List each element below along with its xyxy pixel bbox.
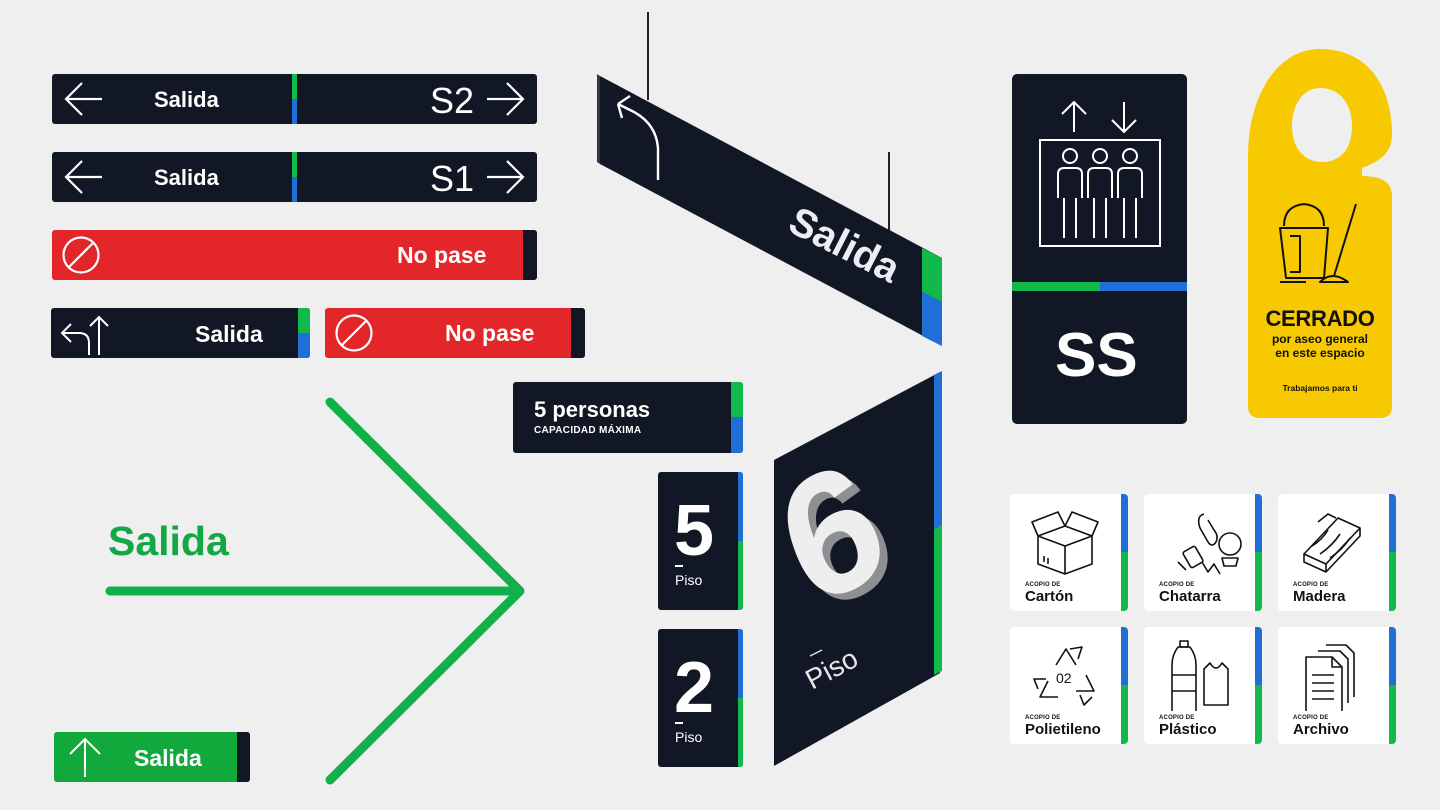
recycling-tile-plastico: ACOPIO DE Plástico xyxy=(1144,627,1262,744)
tile-name: Chatarra xyxy=(1159,588,1221,605)
no-pass-sign-wide: No pase xyxy=(52,230,537,280)
hanging-wire-right xyxy=(888,152,890,240)
tile-prefix: ACOPIO DE xyxy=(1159,582,1195,588)
hanger-title: CERRADO xyxy=(1265,306,1375,331)
no-pass-sign-small: No pase xyxy=(325,308,585,358)
mop-bucket-icon xyxy=(1279,203,1357,283)
capacity-caption: CAPACIDAD MÁXIMA xyxy=(534,425,642,436)
recycling-tile-carton: ACOPIO DE Cartón xyxy=(1010,494,1128,611)
floor-label: Piso xyxy=(675,729,703,745)
tile-prefix: ACOPIO DE xyxy=(1293,715,1329,721)
exit-sign-green: Salida xyxy=(54,732,250,782)
hanging-exit-sign: Salida xyxy=(597,74,942,346)
floor-arrow-icon xyxy=(105,397,525,785)
exit-sign-s1: Salida S1 xyxy=(52,152,537,202)
arrow-split-icon xyxy=(60,315,109,355)
wood-icon xyxy=(1303,513,1361,573)
prohibited-icon xyxy=(62,236,100,274)
arrow-right-icon xyxy=(487,82,525,116)
capacity-count: 5 personas xyxy=(534,397,651,422)
arrow-left-icon xyxy=(64,82,102,116)
floor-number: 2 xyxy=(674,648,715,728)
hanger-footer: Trabajamos para ti xyxy=(1282,383,1358,393)
recycle-icon: 02 xyxy=(1033,646,1095,706)
tile-prefix: ACOPIO DE xyxy=(1159,715,1195,721)
level-label: S1 xyxy=(429,158,475,199)
elevator-sign: SS xyxy=(1012,74,1187,424)
floor-sign-6: 6 6 Piso xyxy=(770,371,942,766)
exit-sign-small: Salida xyxy=(51,308,310,358)
tile-prefix: ACOPIO DE xyxy=(1025,582,1061,588)
elevator-level: SS xyxy=(1055,321,1138,390)
arrow-right-icon xyxy=(487,160,525,194)
floor-label: Piso xyxy=(675,572,703,588)
floor-sign-2: 2 Piso xyxy=(658,629,743,767)
recycling-tile-polietileno: 02 ACOPIO DE Polietileno xyxy=(1010,627,1128,744)
recycling-tile-archivo: ACOPIO DE Archivo xyxy=(1278,627,1396,744)
hanger-line-1: por aseo general xyxy=(1271,332,1369,346)
recycling-tile-chatarra: ACOPIO DE Chatarra xyxy=(1144,494,1262,611)
elevator-icon xyxy=(1039,100,1161,247)
hanging-wire-left xyxy=(647,12,649,100)
tile-name: Archivo xyxy=(1293,721,1349,738)
prohibited-icon xyxy=(335,314,373,352)
exit-sign-s2: Salida S2 xyxy=(52,74,537,124)
arrow-left-icon xyxy=(64,160,102,194)
level-label: S2 xyxy=(429,80,475,121)
scrap-icon xyxy=(1177,513,1242,575)
exit-label: Salida xyxy=(134,745,202,771)
plastic-code: 02 xyxy=(1056,670,1072,686)
no-pass-label: No pase xyxy=(397,242,487,268)
box-icon xyxy=(1031,511,1099,575)
tile-name: Cartón xyxy=(1025,588,1074,605)
hanger-line-2: en este espacio xyxy=(1275,346,1365,360)
exit-label: Salida xyxy=(154,165,219,190)
tile-name: Plástico xyxy=(1159,721,1217,738)
bottle-icon xyxy=(1171,640,1229,711)
arrow-turn-left-icon xyxy=(616,95,660,180)
no-pass-label: No pase xyxy=(445,320,535,346)
floor-arrow-label: Salida xyxy=(108,518,229,564)
door-hanger xyxy=(1248,49,1392,418)
exit-label: Salida xyxy=(195,321,263,347)
documents-icon xyxy=(1305,644,1355,711)
floor-number: 5 xyxy=(674,491,715,571)
capacity-sign: 5 personas CAPACIDAD MÁXIMA xyxy=(513,382,743,453)
floor-sign-5: 5 Piso xyxy=(658,472,743,610)
recycling-tile-madera: ACOPIO DE Madera xyxy=(1278,494,1396,611)
tile-prefix: ACOPIO DE xyxy=(1025,715,1061,721)
tile-prefix: ACOPIO DE xyxy=(1293,582,1329,588)
tile-name: Polietileno xyxy=(1025,721,1101,738)
tile-name: Madera xyxy=(1293,588,1346,605)
arrow-up-icon xyxy=(69,737,101,777)
exit-label: Salida xyxy=(154,87,219,112)
